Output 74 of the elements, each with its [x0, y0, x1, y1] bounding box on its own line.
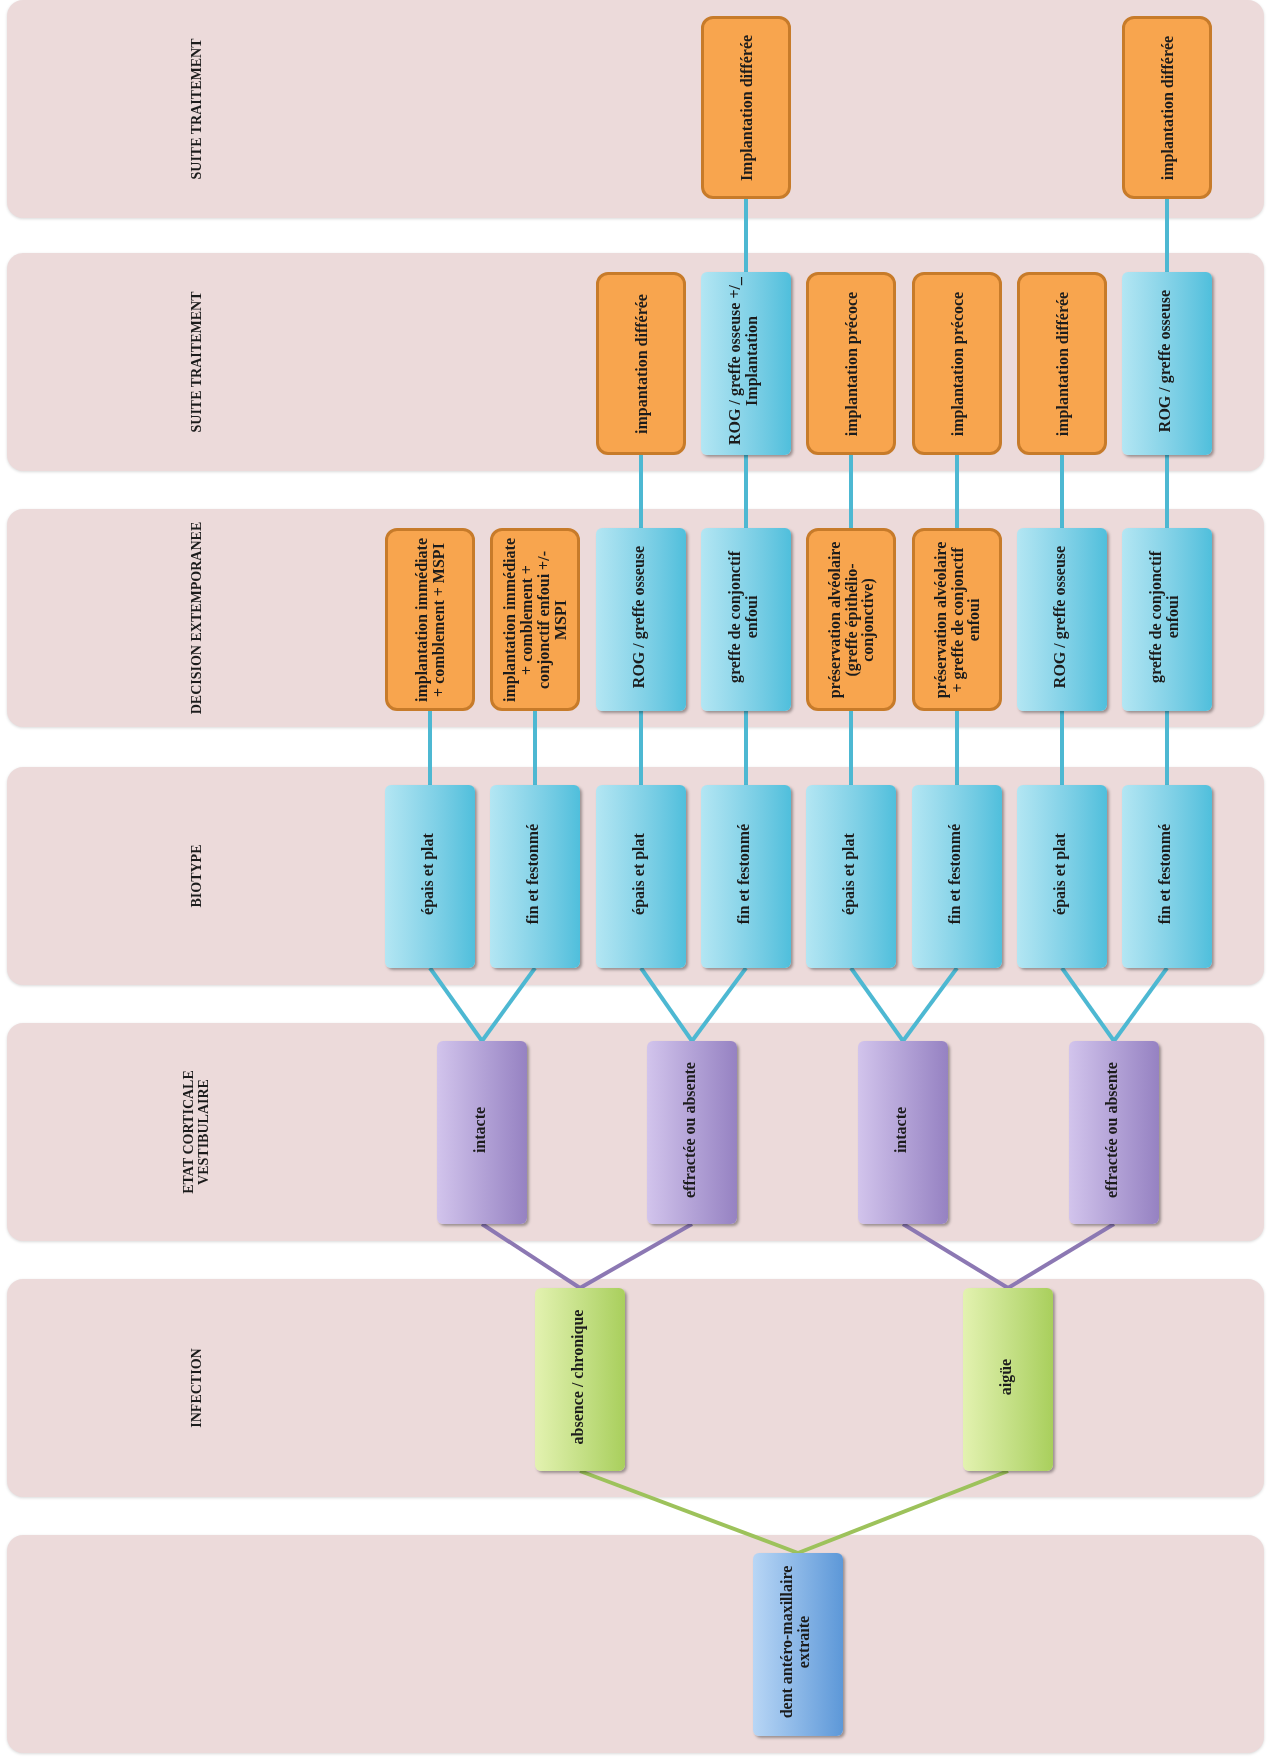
process-box: implantation différée	[1122, 16, 1212, 199]
process-box: fin et festonmé	[1122, 785, 1212, 968]
connector-line	[639, 966, 694, 1043]
band-background	[7, 767, 1264, 985]
process-box: dent antéro-maxillaire extraite	[753, 1553, 843, 1736]
process-box: implantation précoce	[806, 272, 896, 455]
process-box: aigüe	[963, 1288, 1053, 1471]
process-box: ROG / greffe osseuse	[1122, 272, 1212, 455]
process-box: fin et festonmé	[912, 785, 1002, 968]
band-background	[7, 1279, 1264, 1497]
connector-line	[690, 966, 748, 1043]
process-box: implantation immédiate + comblement + MSPI	[385, 528, 475, 711]
connector-line	[901, 966, 959, 1043]
process-box: intacte	[858, 1041, 948, 1224]
connector-line	[1165, 711, 1169, 785]
connector-line	[428, 966, 484, 1043]
connector-line	[1060, 455, 1064, 528]
connector-line	[955, 711, 959, 785]
process-box: Implantation différée	[701, 16, 791, 199]
process-box: fin et festonmé	[701, 785, 791, 968]
process-box: ROG / greffe osseuse	[1017, 528, 1107, 711]
process-box: épais et plat	[596, 785, 686, 968]
process-box: intacte	[437, 1041, 527, 1224]
connector-line	[579, 1469, 799, 1555]
band-background	[7, 253, 1264, 471]
connector-line	[579, 1222, 693, 1290]
connector-line	[533, 711, 537, 785]
connector-line	[1165, 455, 1169, 528]
connector-line	[849, 966, 905, 1043]
connector-line	[744, 455, 748, 528]
process-box: effractée ou absente	[647, 1041, 737, 1224]
connector-line	[639, 711, 643, 785]
process-box: implantation immédiate + comblement + conjonctif enfoui +/- MSPI	[490, 528, 580, 711]
connector-line	[1006, 1222, 1116, 1290]
row-label: INFECTION	[189, 1348, 205, 1428]
process-box: absence / chronique	[535, 1288, 625, 1471]
process-box: épais et plat	[806, 785, 896, 968]
connector-line	[480, 1222, 582, 1290]
process-box: épais et plat	[1017, 785, 1107, 968]
row-label: ETAT CORTICALE VESTIBULAIRE	[182, 1069, 212, 1196]
band-background	[7, 509, 1264, 727]
process-box: impantation différée	[596, 272, 686, 455]
row-label: SUITE TRAITEMENT	[189, 291, 205, 433]
connector-line	[744, 711, 748, 785]
connector-line	[849, 455, 853, 528]
connector-line	[1165, 199, 1169, 272]
connector-line	[744, 199, 748, 272]
connector-line	[901, 1222, 1010, 1290]
band-background	[7, 1535, 1264, 1753]
band-background	[7, 1023, 1264, 1241]
connector-line	[849, 711, 853, 785]
row-label: DECISION EXTEMPORANEE	[189, 521, 205, 715]
band-background	[7, 0, 1264, 218]
process-box: épais et plat	[385, 785, 475, 968]
process-box: ROG / greffe osseuse +/_ Implantation	[701, 272, 791, 455]
connector-line	[1060, 711, 1064, 785]
connector-line	[1060, 966, 1116, 1043]
process-box: greffe de conjonctif enfoui	[701, 528, 791, 711]
connector-line	[428, 711, 432, 785]
row-label: BIOTYPE	[189, 844, 205, 908]
process-box: ROG / greffe osseuse	[596, 528, 686, 711]
process-box: préservation alvéolaire + greffe de conjonctif enfoui	[912, 528, 1002, 711]
connector-line	[480, 966, 537, 1043]
connector-line	[797, 1469, 1009, 1555]
connector-line	[1112, 966, 1169, 1043]
process-box: greffe de conjonctif enfoui	[1122, 528, 1212, 711]
connector-line	[639, 455, 643, 528]
connector-line	[955, 455, 959, 528]
process-box: implantation différée	[1017, 272, 1107, 455]
row-label: SUITE TRAITEMENT	[189, 38, 205, 180]
process-box: préservation alvéolaire (greffe épithélio-conjonctive)	[806, 528, 896, 711]
process-box: effractée ou absente	[1069, 1041, 1159, 1224]
process-box: fin et festonmé	[490, 785, 580, 968]
process-box: implantation précoce	[912, 272, 1002, 455]
